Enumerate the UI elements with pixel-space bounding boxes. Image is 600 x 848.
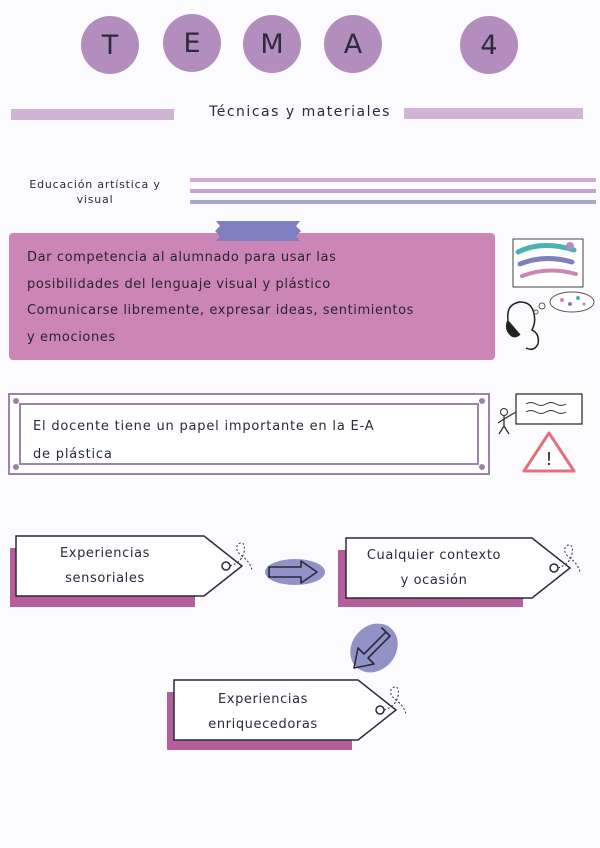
arrow-right-icon <box>265 559 325 585</box>
subtitle-bar-left <box>11 109 174 120</box>
title-number: 4 <box>460 16 518 74</box>
title-letter-m: M <box>243 15 301 73</box>
section-stripe-3 <box>190 200 596 204</box>
tag-sensory <box>15 535 253 597</box>
objectives-line-1: Dar competencia al alumnado para usar la… <box>27 250 337 265</box>
washi-tape <box>215 221 301 241</box>
title-letter-a: A <box>324 15 382 73</box>
tag-sensory-line-1: Experiencias <box>59 546 151 561</box>
tag-enriching-line-2: enriquecedoras <box>208 717 318 732</box>
arrow-down-left-icon <box>350 623 398 673</box>
frame-dot <box>13 464 19 470</box>
tag-enriching <box>173 679 407 741</box>
section-label: Educación artística y visual <box>29 178 161 206</box>
section-stripe-2 <box>190 189 596 193</box>
warning-mark: ! <box>545 449 552 470</box>
title-letter-e: E <box>163 14 221 72</box>
tag-context-line-2: y ocasión <box>400 573 468 588</box>
tag-context <box>345 537 581 599</box>
frame-dot <box>13 398 19 404</box>
title-letter-t: T <box>81 16 139 74</box>
objectives-text: Dar competencia al alumnado para usar la… <box>27 245 489 351</box>
warning-icon: ! <box>522 431 576 473</box>
frame-dot <box>479 398 485 404</box>
teacher-note-frame: El docente tiene un papel importante en … <box>8 393 490 475</box>
paint-strokes-icon <box>512 238 584 288</box>
subtitle-bar-right <box>404 108 583 119</box>
tag-enriching-text: Experiencias enriquecedoras <box>188 687 338 737</box>
tag-context-text: Cualquier contexto y ocasión <box>354 543 514 593</box>
objectives-line-2: posibilidades del lenguaje visual y plás… <box>27 276 331 292</box>
objectives-line-3: Comunicarse libremente, expresar ideas, … <box>27 303 415 318</box>
tag-context-line-1: Cualquier contexto <box>366 548 502 563</box>
tag-sensory-line-2: sensoriales <box>65 571 145 586</box>
page-subtitle: Técnicas y materiales <box>209 104 391 120</box>
tag-enriching-line-1: Experiencias <box>217 692 309 707</box>
teacher-note-inner: El docente tiene un papel importante en … <box>19 403 479 465</box>
teacher-note-line-2: de plástica <box>33 447 113 462</box>
teacher-note-line-1: El docente tiene un papel importante en … <box>33 419 375 434</box>
objectives-line-4: y emociones <box>27 329 116 345</box>
teacher-board-icon <box>497 393 583 435</box>
thinking-person-icon <box>505 291 595 351</box>
frame-dot <box>479 464 485 470</box>
objectives-box: Dar competencia al alumnado para usar la… <box>9 233 495 360</box>
section-stripe-1 <box>190 178 596 182</box>
tag-sensory-text: Experiencias sensoriales <box>30 541 180 591</box>
teacher-note-text: El docente tiene un papel importante en … <box>33 413 473 469</box>
